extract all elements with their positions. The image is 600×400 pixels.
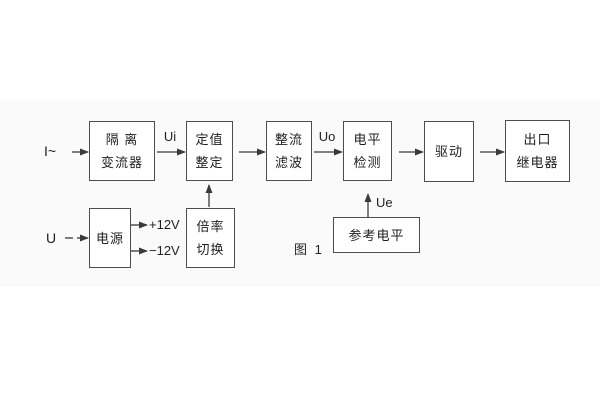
label-input-current: I~ bbox=[44, 143, 57, 159]
block-drive: 驱动 bbox=[424, 121, 474, 182]
label-plus-12v: +12V bbox=[149, 217, 180, 232]
block-label-line: 驱动 bbox=[434, 144, 463, 159]
figure-caption: 图 1 bbox=[294, 242, 324, 257]
label-uo: Uo bbox=[318, 129, 336, 144]
block-label-line: 滤波 bbox=[274, 155, 303, 170]
block-label-line: 隔 离 bbox=[105, 132, 139, 147]
block-isolation-converter: 隔 离 变流器 bbox=[89, 121, 155, 181]
block-label-line: 整流 bbox=[274, 132, 303, 147]
block-label-line: 电平 bbox=[353, 132, 382, 147]
label-ui: Ui bbox=[163, 129, 177, 144]
block-rectifier-filter: 整流 滤波 bbox=[266, 121, 312, 181]
block-label-line: 切换 bbox=[196, 242, 225, 257]
block-label-line: 倍率 bbox=[196, 219, 225, 234]
block-output-relay: 出口 继电器 bbox=[505, 120, 570, 182]
block-reference-level: 参考电平 bbox=[333, 217, 420, 253]
block-label-line: 变流器 bbox=[100, 155, 143, 170]
block-label-line: 定值 bbox=[195, 132, 224, 147]
block-label-line: 出口 bbox=[523, 132, 552, 147]
label-minus-12v: −12V bbox=[149, 243, 180, 258]
block-label-line: 检测 bbox=[353, 155, 382, 170]
label-input-voltage: U bbox=[46, 230, 57, 246]
block-label-line: 继电器 bbox=[516, 155, 559, 170]
block-power-supply: 电源 bbox=[89, 208, 131, 268]
label-ue: Ue bbox=[376, 195, 393, 210]
block-label-line: 整定 bbox=[195, 155, 224, 170]
block-label-line: 参考电平 bbox=[348, 227, 405, 243]
block-level-detect: 电平 检测 bbox=[343, 121, 392, 181]
block-setting-adjust: 定值 整定 bbox=[186, 121, 233, 181]
block-label-line: 电源 bbox=[95, 230, 124, 246]
block-ratio-switch: 倍率 切换 bbox=[186, 208, 235, 268]
